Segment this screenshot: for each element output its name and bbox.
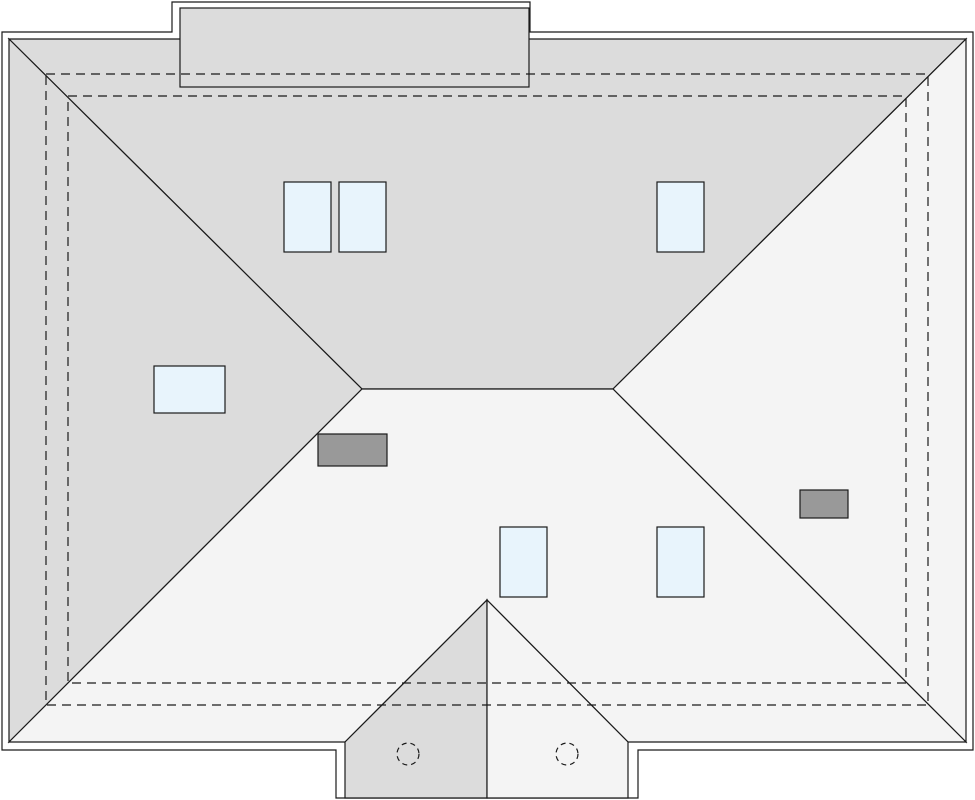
chimney xyxy=(317,433,388,467)
dormer xyxy=(179,7,530,88)
skylight xyxy=(283,181,332,253)
skylight xyxy=(499,526,548,598)
drain xyxy=(396,742,420,766)
inner-wall-line xyxy=(67,95,907,684)
skylight xyxy=(656,181,705,253)
skylight xyxy=(656,526,705,598)
drain xyxy=(555,742,579,766)
porch-roof-east xyxy=(486,598,629,799)
outer-wall-line xyxy=(45,73,929,706)
chimney xyxy=(799,489,849,519)
skylight xyxy=(338,181,387,253)
skylight xyxy=(153,365,226,414)
